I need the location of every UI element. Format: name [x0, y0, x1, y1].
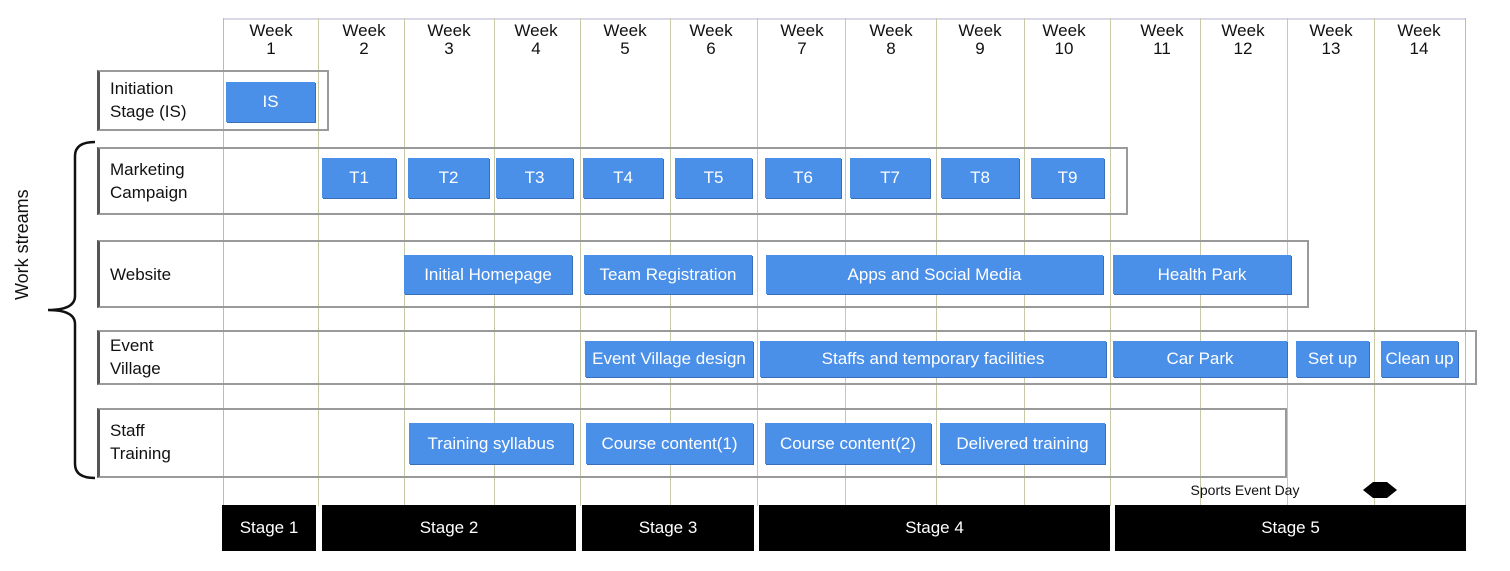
task-bar: T2	[408, 158, 489, 198]
task-bar: T8	[941, 158, 1019, 198]
stage-bar: Stage 2	[322, 505, 576, 551]
workstreams-label: Work streams	[12, 189, 32, 300]
grid-line	[1374, 18, 1375, 506]
stage-bar: Stage 4	[759, 505, 1110, 551]
task-bar: T9	[1031, 158, 1104, 198]
grid-line	[1110, 18, 1111, 506]
milestone-diamond-icon	[1363, 482, 1397, 498]
task-bar: IS	[226, 82, 315, 122]
task-bar: T6	[765, 158, 841, 198]
task-bar: Clean up	[1381, 341, 1458, 377]
milestone-label: Sports Event Day	[1190, 482, 1300, 498]
task-bar: Course content(2)	[765, 423, 931, 464]
task-bar: Team Registration	[584, 255, 752, 294]
task-bar: T1	[322, 158, 396, 198]
task-bar: Apps and Social Media	[766, 255, 1103, 294]
grid-line	[580, 18, 581, 506]
stage-bar: Stage 3	[582, 505, 754, 551]
stage-bar: Stage 5	[1115, 505, 1466, 551]
task-bar: Course content(1)	[586, 423, 753, 464]
grid-line	[1465, 18, 1466, 506]
task-bar: Training syllabus	[409, 423, 573, 464]
task-bar: Event Village design	[585, 341, 753, 377]
workstreams-brace	[47, 140, 96, 480]
task-bar: T3	[496, 158, 573, 198]
task-bar: Staffs and temporary facilities	[760, 341, 1106, 377]
row-initiation	[97, 70, 329, 131]
task-bar: T7	[850, 158, 930, 198]
task-bar: Car Park	[1113, 341, 1287, 377]
row-website	[97, 240, 1309, 308]
task-bar: Set up	[1296, 341, 1369, 377]
grid-line	[223, 18, 224, 506]
task-bar: Initial Homepage	[404, 255, 572, 294]
row-label-website: Website	[110, 265, 172, 284]
row-event-village	[97, 330, 1477, 385]
row-marketing	[97, 147, 1128, 215]
task-bar: T4	[583, 158, 663, 198]
row-staff-training	[97, 408, 1287, 478]
task-bar: Delivered training	[940, 423, 1105, 464]
grid-line	[757, 18, 758, 506]
grid-top-line	[223, 18, 1466, 20]
task-bar: T5	[675, 158, 752, 198]
grid-line	[318, 18, 319, 506]
stage-bar: Stage 1	[222, 505, 316, 551]
task-bar: Health Park	[1113, 255, 1291, 294]
